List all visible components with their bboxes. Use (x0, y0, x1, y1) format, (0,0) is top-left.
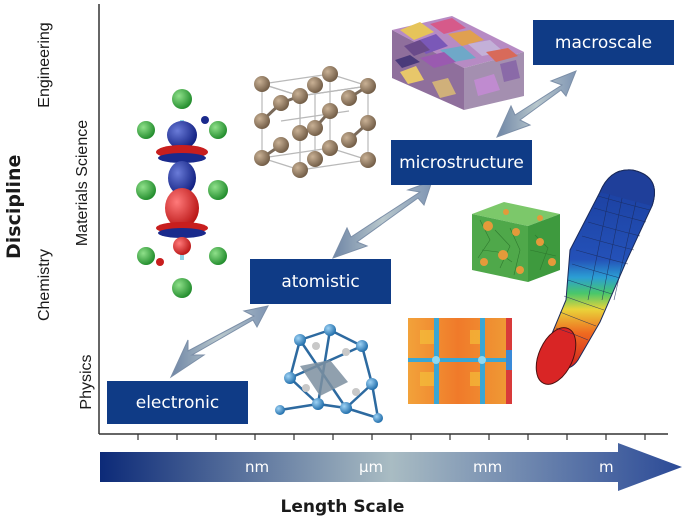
molecule-orbital-illustration (136, 89, 228, 298)
y-level-materials-science: Materials Science (74, 119, 91, 247)
y-level-physics: Physics (78, 354, 95, 410)
atomic-cluster-illustration (275, 324, 383, 423)
connector-arrow-3 (496, 70, 577, 138)
stress-field-illustration (408, 318, 512, 404)
grain-cube-illustration (472, 202, 560, 282)
stage-box-macroscale: macroscale (533, 20, 674, 65)
length-scale-arrow (100, 443, 682, 491)
x-unit-m: m (599, 458, 614, 476)
y-level-engineering: Engineering (36, 22, 53, 108)
y-axis-title: Discipline (3, 154, 25, 259)
connector-arrow-1 (169, 305, 269, 379)
y-level-chemistry: Chemistry (36, 249, 53, 322)
fem-rod-illustration (535, 169, 655, 385)
crystal-lattice-illustration (254, 66, 376, 178)
stage-box-atomistic: atomistic (250, 259, 391, 304)
connector-arrow-2 (332, 180, 433, 259)
x-unit-mm: mm (473, 458, 503, 476)
stage-box-microstructure: microstructure (391, 140, 532, 185)
x-unit-nm: nm (245, 458, 270, 476)
x-axis-title: Length Scale (280, 497, 405, 517)
x-unit-um: µm (359, 458, 384, 476)
stage-box-electronic: electronic (107, 381, 248, 424)
axes (98, 4, 668, 440)
polycrystal-block-illustration (392, 16, 524, 110)
